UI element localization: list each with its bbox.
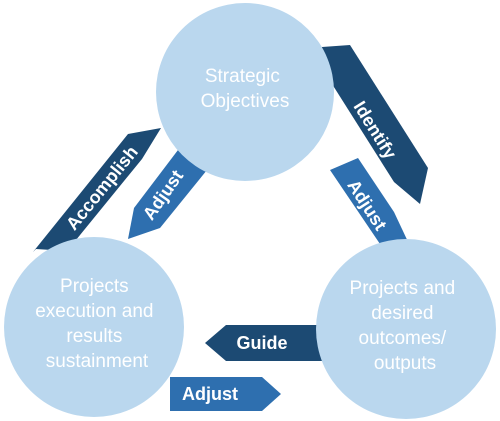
arrow-guide: Guide <box>205 325 330 361</box>
node-bl-line-1: Projects <box>60 276 129 297</box>
node-strategic-objectives: Strategic Objectives <box>156 3 334 181</box>
arrow-identify-shape <box>320 45 428 204</box>
arrow-accomplish-shape <box>33 128 161 252</box>
node-projects-outcomes-circle <box>316 239 496 419</box>
arrow-adjust-right-shape <box>330 158 410 246</box>
node-projects-outcomes: Projects and desired outcomes/ outputs <box>316 239 496 419</box>
node-projects-execution-circle <box>4 237 184 417</box>
node-br-line-3: outcomes/ <box>359 328 447 349</box>
node-bl-line-2: execution and <box>35 301 153 322</box>
node-top-line-1: Strategic <box>205 66 280 87</box>
arrow-adjust-left-shape <box>128 150 207 239</box>
arrow-adjust-bottom: Adjust <box>170 377 281 411</box>
arrow-guide-shape <box>205 325 330 361</box>
arrow-adjust-bottom-shape <box>170 377 281 411</box>
node-projects-outcomes-label: Projects and desired outcomes/ outputs <box>350 278 461 374</box>
node-strategic-objectives-circle <box>156 3 334 181</box>
node-strategic-objectives-label: Strategic Objectives <box>201 66 290 112</box>
node-projects-execution-label: Projects execution and results sustainme… <box>35 276 159 372</box>
arrow-guide-label: Guide <box>236 333 287 353</box>
node-bl-line-4: sustainment <box>46 351 149 372</box>
node-top-line-2: Objectives <box>201 91 290 112</box>
node-br-line-2: desired <box>371 303 433 324</box>
arrow-identify: Identify <box>320 45 428 204</box>
node-bl-line-3: results <box>66 326 122 347</box>
node-projects-execution: Projects execution and results sustainme… <box>4 237 184 417</box>
arrow-adjust-bottom-label: Adjust <box>182 384 238 404</box>
node-br-line-1: Projects and <box>350 278 456 299</box>
node-br-line-4: outputs <box>374 353 436 374</box>
arrow-accomplish-label: Accomplish <box>62 142 142 234</box>
